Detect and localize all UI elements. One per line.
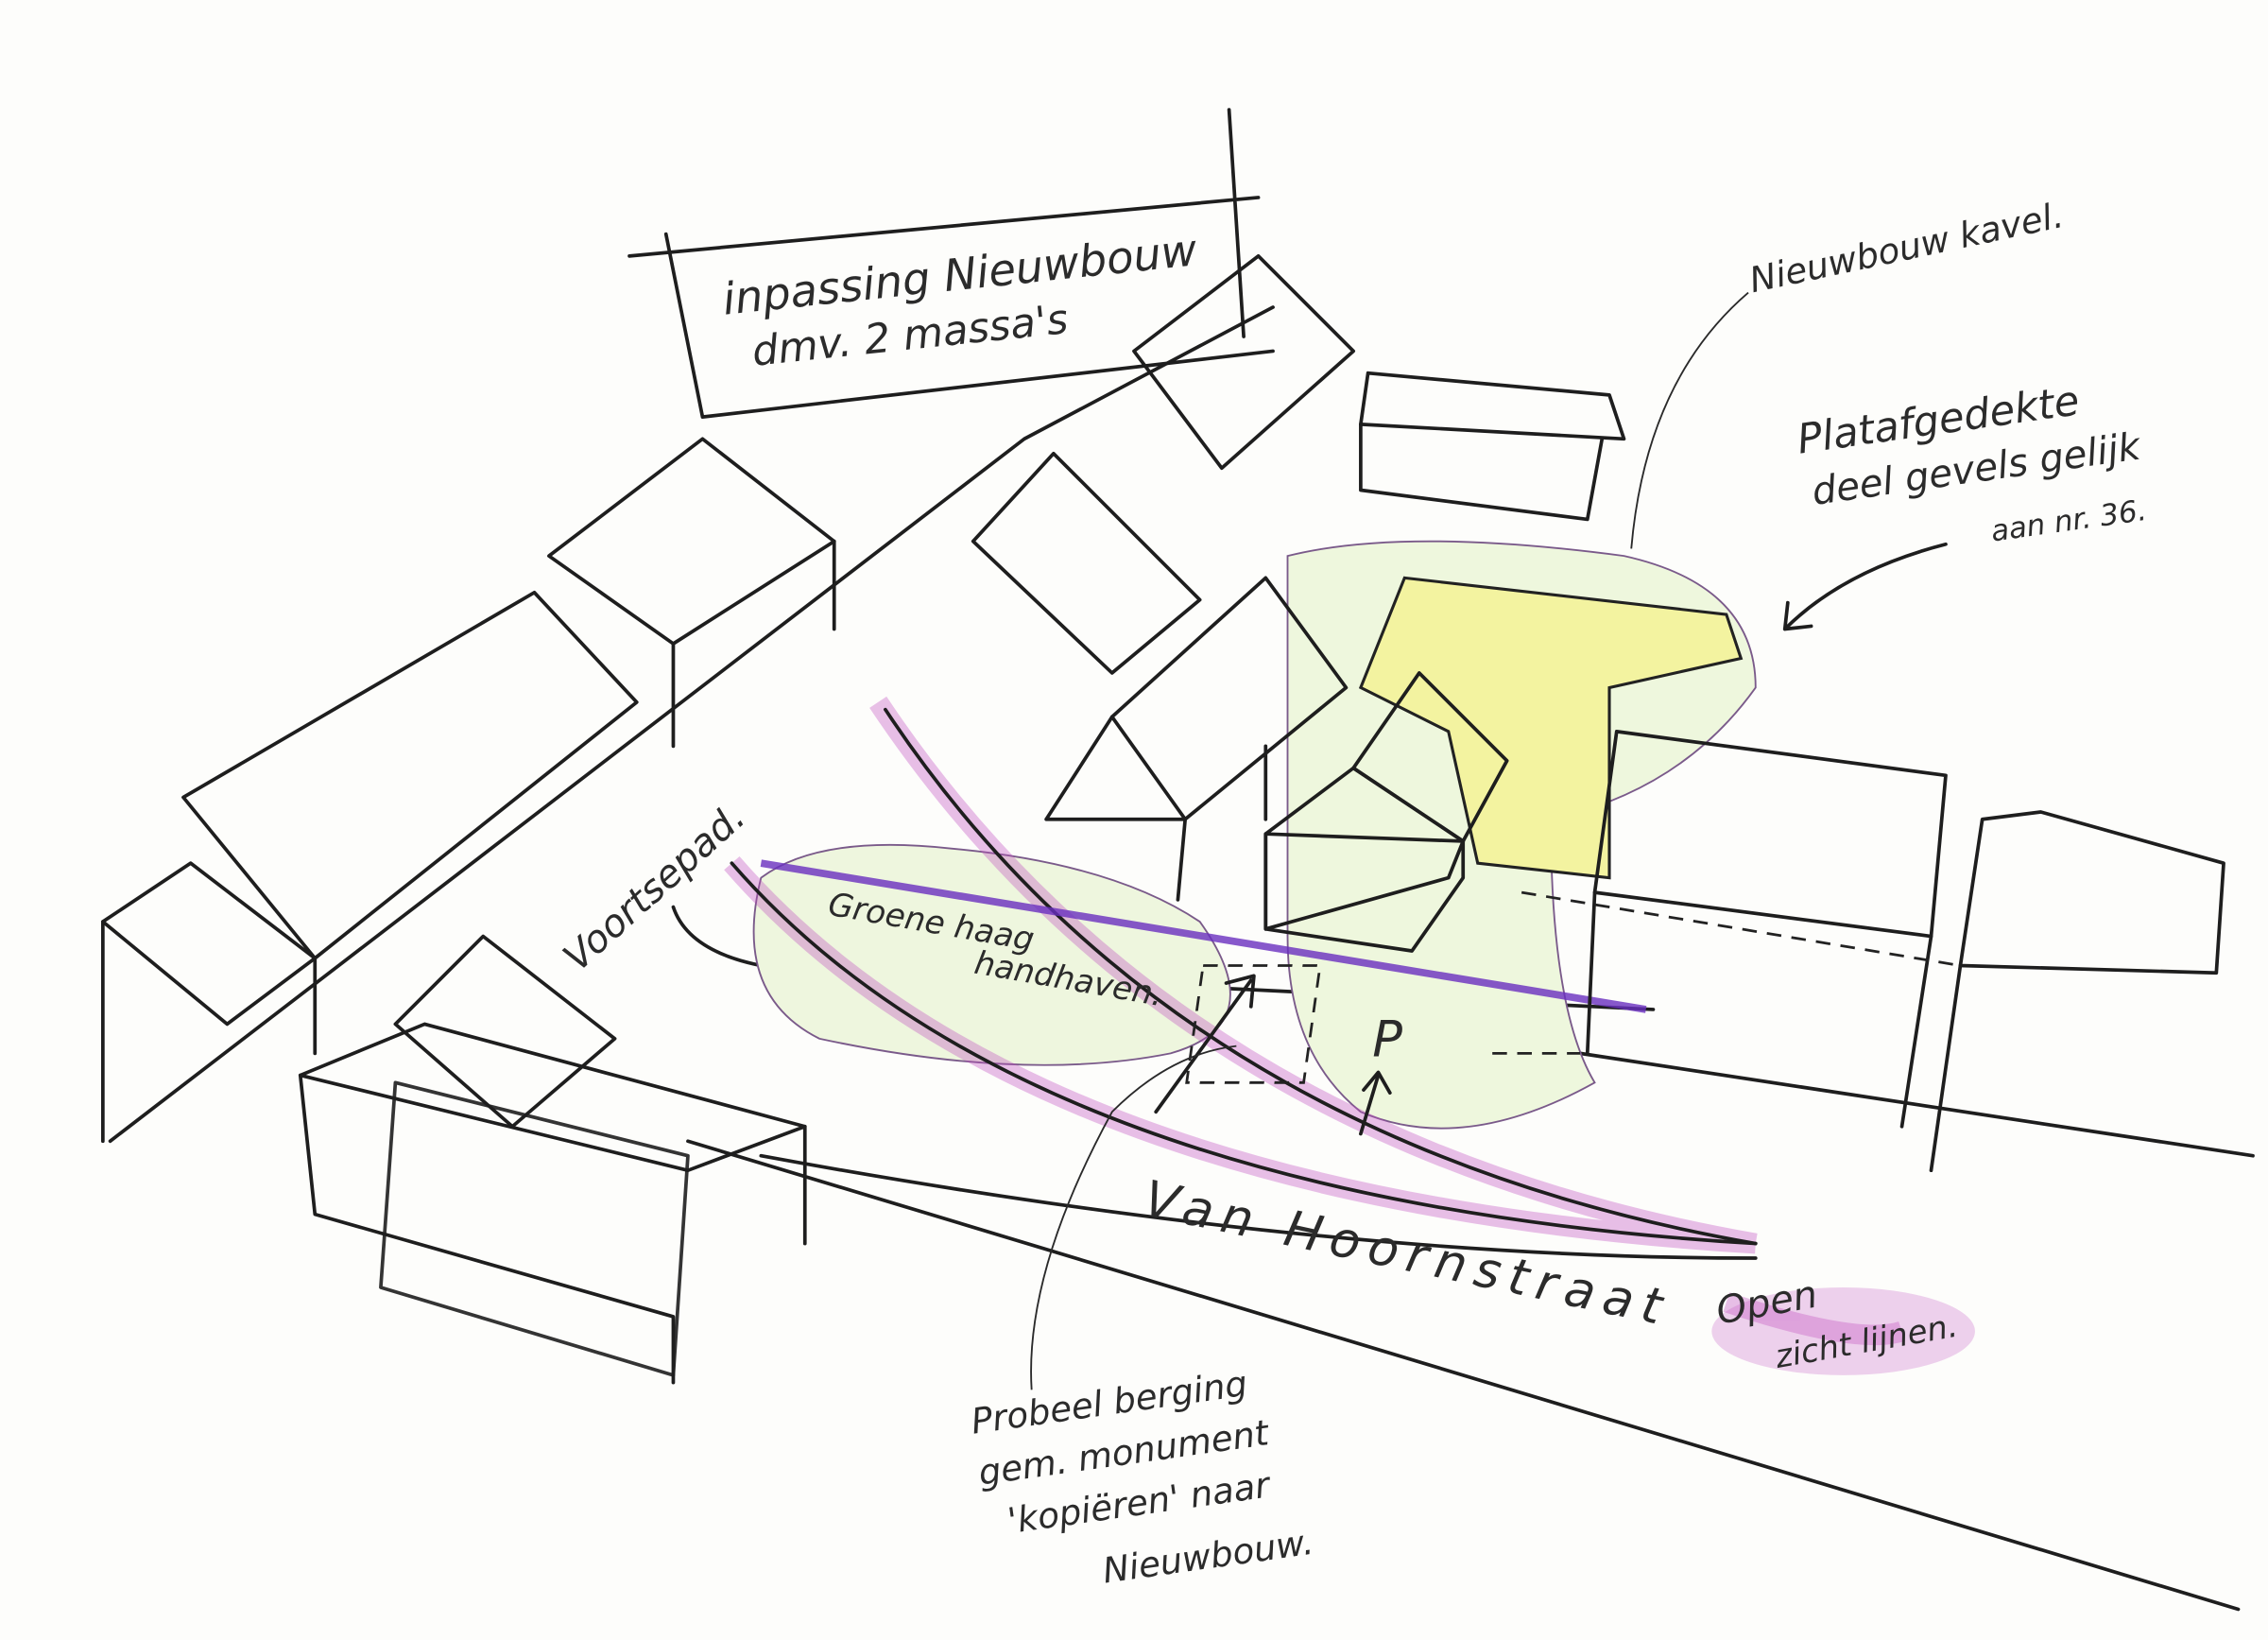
street-lines	[108, 305, 2255, 1612]
haag-arrow	[1154, 974, 1256, 1114]
row-houses-left	[100, 437, 836, 1144]
sightline-strokes	[730, 707, 1758, 1246]
parking-space	[1185, 964, 1322, 1084]
parking-label: P	[1372, 1010, 1402, 1068]
title-box: inpassing Nieuwbouw dmv. 2 massa's	[627, 108, 1275, 419]
house-front-left	[298, 934, 807, 1385]
nieuwbouw-kavel-area	[1358, 576, 1744, 880]
hedge-line	[760, 859, 1647, 1013]
pad-label: Voortsepad.	[556, 795, 754, 979]
houses-right	[1492, 730, 2225, 1173]
new-building	[1263, 671, 1509, 953]
zicht-highlight	[1711, 1286, 1975, 1375]
plat-arrow	[1782, 542, 1948, 631]
parking-arrow	[1359, 1070, 1392, 1136]
berging-label-4: Nieuwbouw.	[1100, 1522, 1315, 1592]
plat-label-3: aan nr. 36.	[1989, 493, 2149, 549]
kavel-label: Nieuwbouw kavel.	[1746, 195, 2068, 301]
houses-middle	[971, 253, 1626, 902]
berging-leader	[1030, 1044, 1237, 1390]
kavel-leader	[1630, 291, 1749, 549]
